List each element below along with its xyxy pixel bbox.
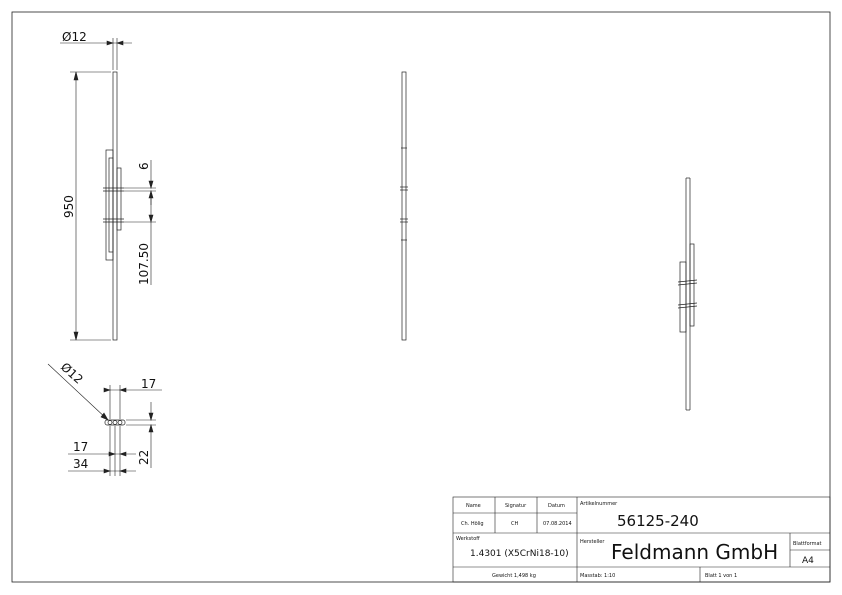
tb-blattformat-value: A4 — [802, 556, 814, 566]
dim-width-top — [103, 385, 162, 419]
tb-signatur-value: CH — [511, 521, 518, 527]
dim-height-detail — [126, 402, 156, 468]
dim-width-bottom-label: 17 — [73, 440, 88, 454]
tb-blattformat-label: Blattformat — [793, 541, 822, 547]
dim-diameter-detail — [47, 363, 109, 421]
tb-gewicht: Gewicht 1,498 kg — [492, 573, 536, 579]
dim-gap-label: 6 — [137, 162, 151, 170]
dim-height-detail-label: 22 — [137, 450, 151, 465]
front-view — [103, 71, 124, 341]
tb-signatur-label: Signatur — [505, 503, 527, 509]
tb-artikelnummer-label: Artikelnummer — [580, 501, 618, 507]
side-view — [400, 71, 408, 341]
dim-width-34-label: 34 — [73, 457, 88, 471]
sheet-border — [11, 11, 831, 583]
tb-artikelnummer-value: 56125-240 — [617, 512, 699, 530]
dim-offset — [124, 191, 156, 285]
tb-hersteller-label: Hersteller — [580, 539, 605, 545]
dim-offset-label: 107.50 — [137, 243, 151, 285]
tb-datum-value: 07.08.2014 — [543, 521, 572, 527]
dim-height — [70, 71, 111, 341]
tb-blatt: Blatt 1 von 1 — [705, 573, 737, 579]
tb-name-label: Name — [466, 503, 481, 509]
dim-height-label: 950 — [62, 195, 76, 218]
dim-width-top-label: 17 — [141, 377, 156, 391]
tb-werkstoff-value: 1.4301 (X5CrNi18-10) — [470, 549, 569, 559]
tb-hersteller-value: Feldmann GmbH — [611, 540, 778, 564]
tb-werkstoff-label: Werkstoff — [456, 536, 480, 542]
dim-diameter-top — [60, 38, 132, 70]
tb-massstab: Masstab: 1:10 — [580, 573, 615, 579]
title-block — [452, 496, 831, 583]
tb-name-value: Ch. Hölig — [461, 521, 484, 527]
dim-diameter-detail-label: Ø12 — [58, 360, 86, 387]
dim-diameter-top-label: Ø12 — [62, 30, 87, 44]
iso-view — [677, 177, 698, 411]
tb-datum-label: Datum — [548, 503, 565, 509]
dim-width-bottom — [68, 426, 136, 476]
detail-view — [104, 419, 126, 426]
